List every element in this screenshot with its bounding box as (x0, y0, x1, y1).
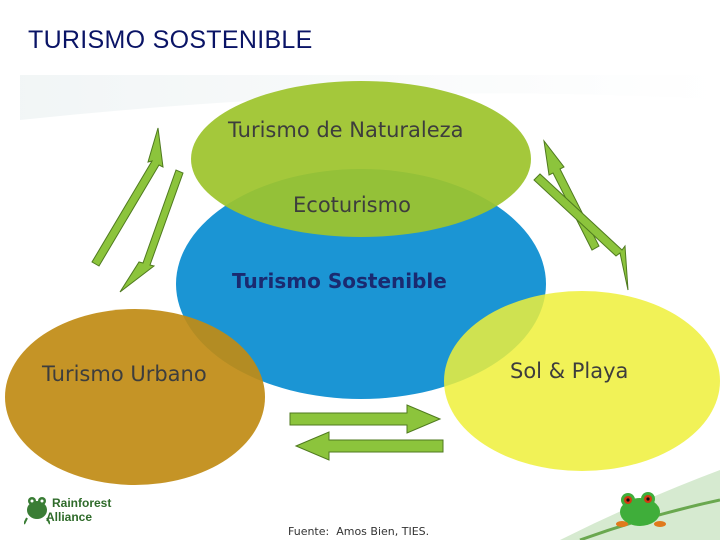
arrow-bottom-left (294, 431, 444, 461)
arrow-right-down (533, 173, 629, 291)
frog-logo-icon (24, 497, 50, 525)
label-sol-playa: Sol & Playa (510, 359, 628, 383)
arrow-left-up (91, 127, 164, 267)
slide-title: TURISMO SOSTENIBLE (28, 26, 313, 54)
label-turismo-urbano: Turismo Urbano (41, 362, 207, 386)
ellipse-sol-playa (444, 291, 720, 471)
ellipse-turismo-naturaleza (191, 81, 531, 237)
ellipse-turismo-urbano (5, 309, 265, 485)
frog-leaf-icon (560, 470, 720, 540)
rainforest-alliance-logo: Rainforest Alliance (24, 490, 144, 530)
arrow-bottom-right (289, 404, 442, 434)
label-turismo-sostenible: Turismo Sostenible (232, 269, 447, 293)
logo-text-rainforest: Rainforest (52, 496, 112, 510)
logo-text-alliance: Alliance (46, 510, 93, 524)
arrow-left-down (119, 169, 184, 293)
ellipse-turismo-sostenible (176, 169, 546, 399)
label-ecoturismo: Ecoturismo (293, 193, 411, 217)
label-turismo-naturaleza: Turismo de Naturaleza (227, 118, 464, 142)
source-caption: Fuente: Amos Bien, TIES. (288, 525, 430, 538)
background-swoosh (20, 75, 720, 120)
